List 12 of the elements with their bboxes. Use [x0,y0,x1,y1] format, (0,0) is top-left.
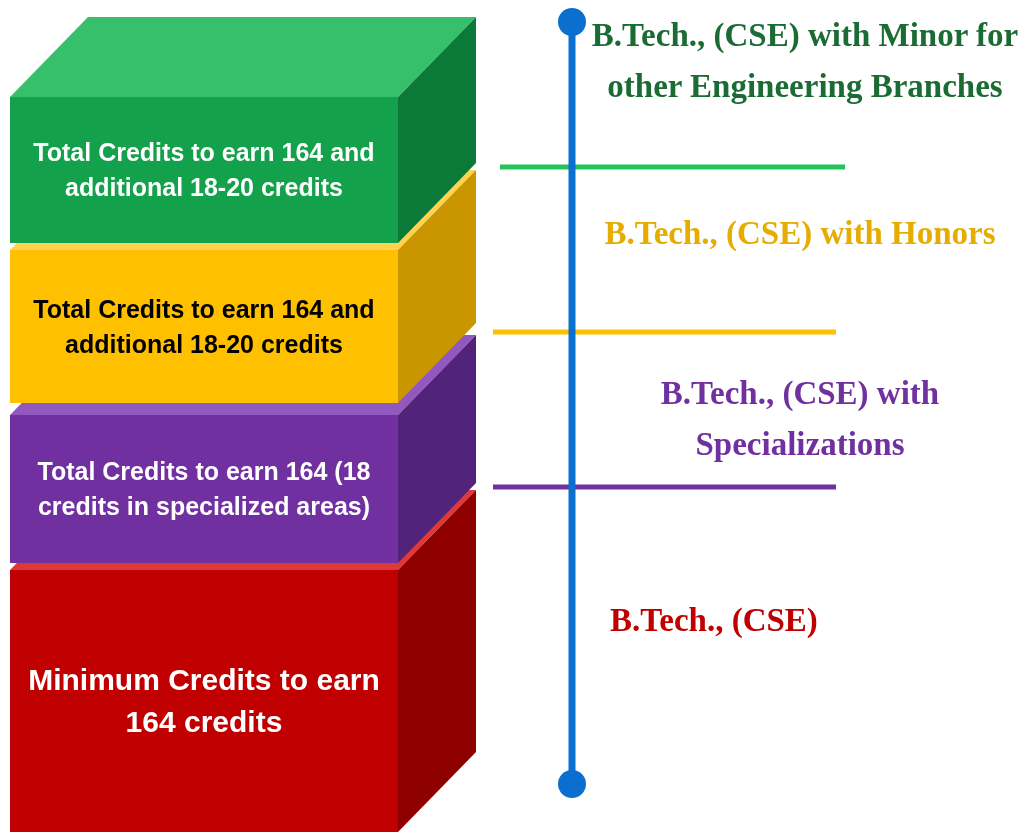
block-text: Total Credits to earn 164 and additional 18-20 credits [32,137,376,203]
program-label: B.Tech., (CSE) with Specializations [659,374,941,465]
program-label: B.Tech., (CSE) with Honors [603,214,997,253]
program-label: B.Tech., (CSE) with Minor for other Engineering Branches [590,16,1020,107]
block-text: Total Credits to earn 164 (18 credits in specialized areas) [36,456,372,522]
program-label: B.Tech., (CSE) [610,601,819,640]
block-front [10,250,398,403]
block-front [10,570,398,832]
block-front [10,97,398,243]
block-front [10,415,398,563]
block-text: Total Credits to earn 164 and additional 18-20 credits [32,293,376,360]
block-text: Minimum Credits to earn 164 credits [27,662,381,740]
